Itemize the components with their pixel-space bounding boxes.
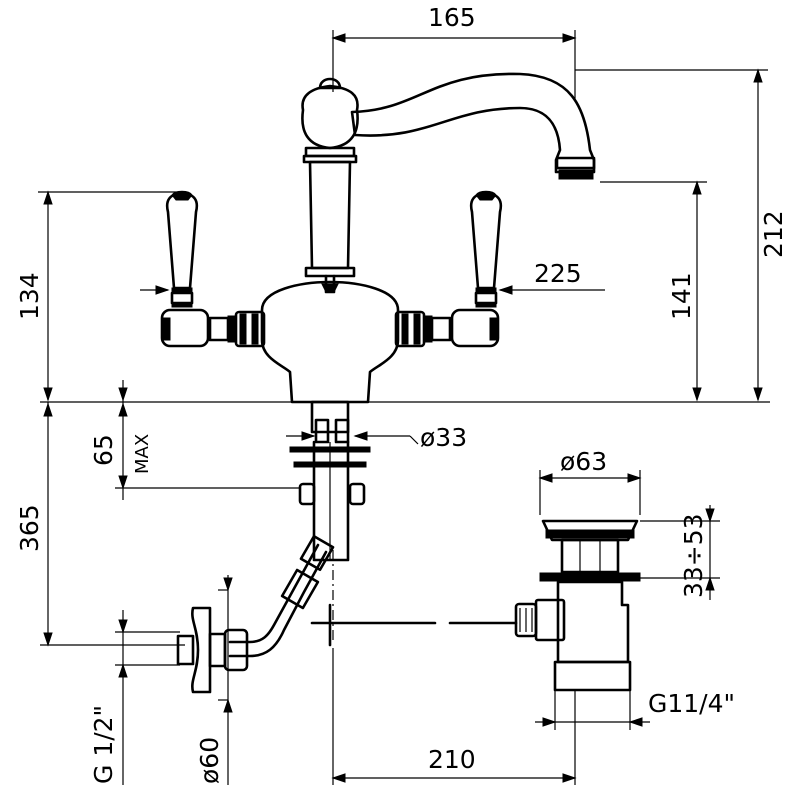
dim-overall-height: 212 [759, 210, 788, 258]
left-valve-assembly [208, 310, 266, 348]
dim-waste-stroke: 33÷53 [679, 513, 708, 598]
dim-under-deck-depth: 365 [15, 504, 44, 552]
mixer-body [260, 280, 400, 404]
popup-waste [514, 519, 641, 692]
dim-handle-span: 225 [534, 259, 582, 288]
finial [318, 77, 342, 90]
dimension-lines [38, 30, 770, 785]
faucet [160, 72, 641, 694]
dim-waste-reach: 210 [428, 745, 476, 774]
dim-flange-diameter: ø60 [195, 737, 224, 784]
dim-waste-diameter: ø63 [560, 447, 607, 476]
dim-inlet-thread: G 1/2" [89, 705, 118, 784]
dimension-labels: 165 212 141 134 225 65 MAX ø33 365 ø63 3… [15, 3, 788, 784]
dim-body-diameter: ø33 [420, 423, 467, 452]
dim-handle-height: 134 [15, 272, 44, 320]
shank [310, 400, 350, 434]
column [308, 160, 352, 270]
spout-aerator [558, 169, 594, 180]
right-lever-handle [450, 190, 503, 348]
dim-spout-reach: 165 [428, 3, 476, 32]
spout-outlet [555, 156, 596, 170]
dim-max-label: MAX [132, 434, 153, 474]
column-cap [301, 84, 359, 150]
dimension-arrows [43, 33, 763, 783]
inlet-valve [176, 606, 249, 694]
supply-hose [228, 543, 320, 644]
dim-deck-thickness: 65 [89, 434, 118, 466]
dim-spout-height: 141 [667, 272, 696, 320]
right-valve-assembly [394, 310, 452, 348]
dim-waste-thread: G11/4" [648, 689, 735, 718]
lock-nut [298, 482, 316, 506]
left-lever-handle [160, 190, 210, 348]
